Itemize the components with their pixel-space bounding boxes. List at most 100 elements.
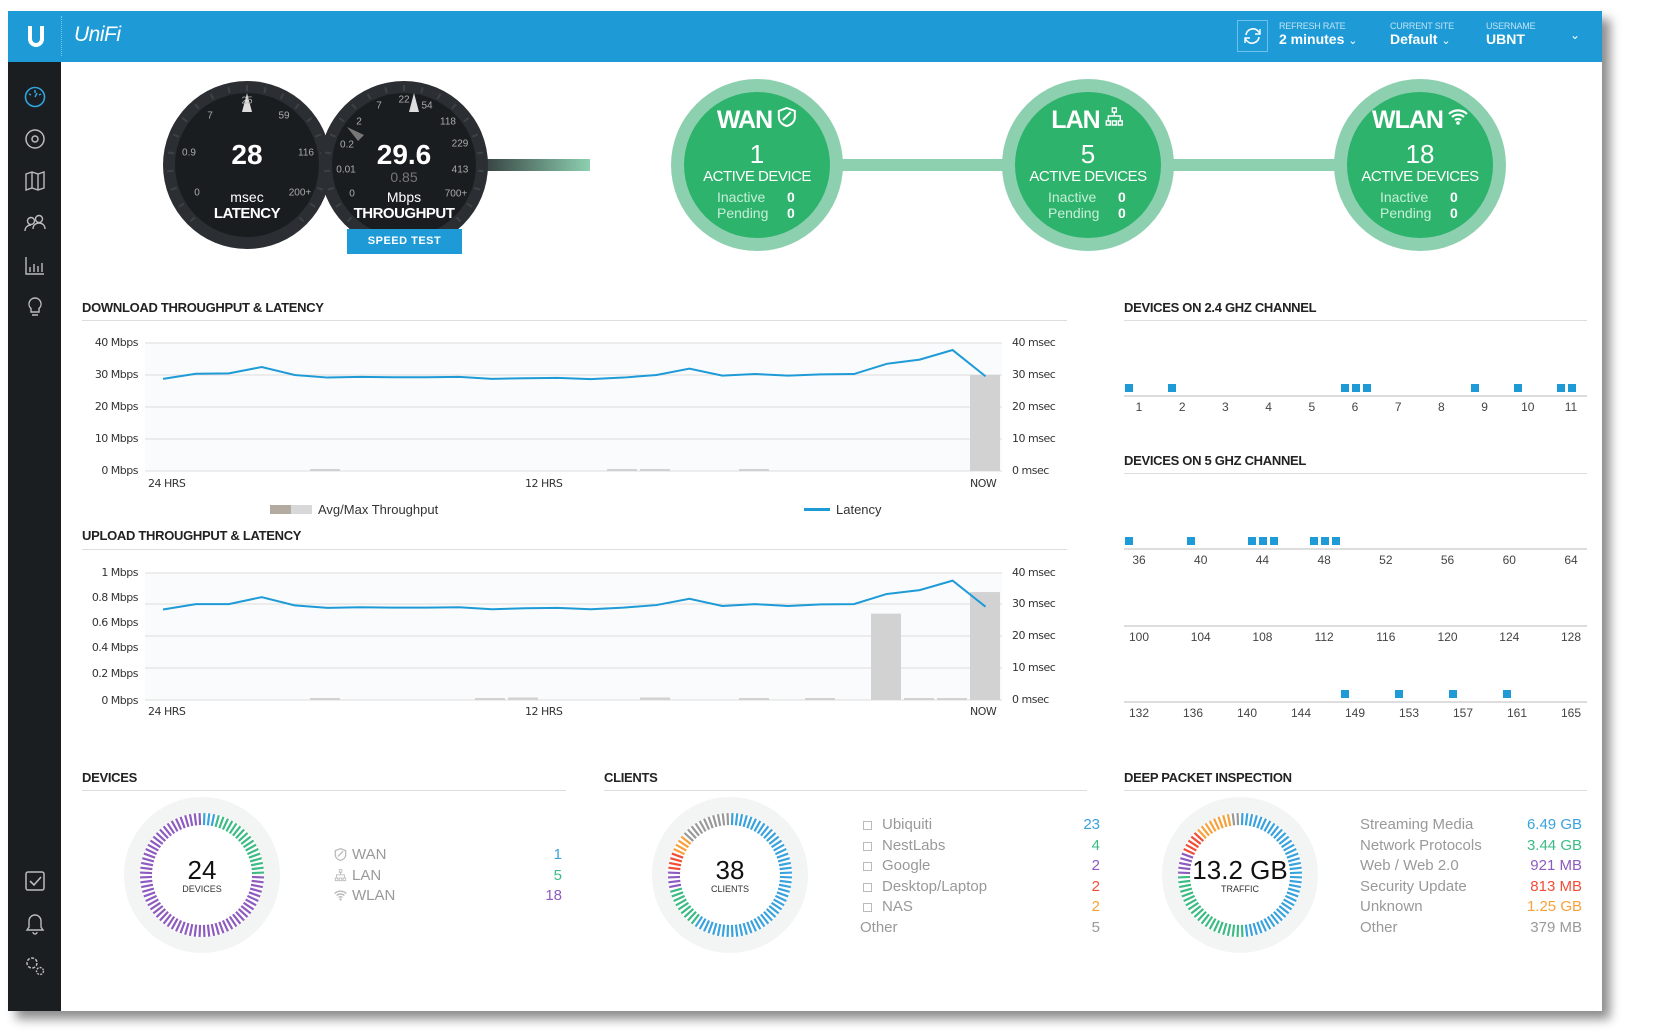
dashboard-icon[interactable] [24,86,46,108]
node-inactive-label: Inactive [1048,189,1097,205]
throughput-value: 29.6 [376,139,432,170]
y-axis-left-label: 0 Mbps [101,464,138,477]
gauge-tick [329,133,337,138]
throughput-tick-label: 2 [356,116,362,128]
donut-segment-tick [162,913,172,925]
donut-segment-tick [1244,813,1249,826]
donut-segment-tick [1231,924,1236,937]
channel-label: 124 [1499,630,1520,644]
throughput-label: THROUGHPUT [353,205,455,222]
divider [82,790,566,791]
donut-backdrop [652,797,808,953]
donut-segment-tick [251,866,264,871]
y-axis-left-label: 0.8 Mbps [91,591,139,604]
node-pending-value: 0 [787,205,795,221]
ubiquiti-logo-icon[interactable] [25,24,47,50]
donut-segment-tick [1185,898,1197,907]
donut-segment-tick [237,908,249,918]
device-marker [1168,384,1177,392]
username-menu[interactable]: USERNAME UBNT [1486,21,1536,47]
device-marker [1449,690,1457,698]
donut-segment-tick [770,901,783,911]
refresh-rate-value: 2 minutes [1279,31,1345,47]
channel-axis [1124,548,1587,550]
donut-segment-tick [668,879,681,884]
legend-label: LAN [352,866,382,884]
donut-segment-tick [214,815,220,828]
statistics-icon[interactable] [24,128,46,150]
donut-segment-tick [159,828,169,840]
gauge-tick [314,133,322,138]
alerts-icon[interactable] [24,913,46,935]
donut-segment-tick [206,924,211,937]
node-inactive-value: 0 [1118,189,1126,205]
clients-icon[interactable] [24,212,46,234]
donut-segment-tick [690,825,700,837]
current-site-select[interactable]: CURRENT SITE Default ⌄ [1390,21,1454,47]
map-icon[interactable] [24,170,46,192]
shield-icon [334,847,347,866]
donut-segment-tick [707,816,714,829]
donut-segment-tick [1200,913,1210,925]
donut-segment-tick [680,905,692,915]
wifi-icon [1448,105,1468,134]
sidebar [8,62,61,1011]
user-chevron-down-icon[interactable]: ⌄ [1570,28,1581,42]
latency-tick-label: 0.9 [182,147,196,159]
devices-donut [124,797,280,953]
donut-segment-tick [1287,857,1300,863]
insights-icon[interactable] [24,254,46,276]
node-count: 5 [1080,139,1096,169]
donut-segment-tick [1256,816,1263,829]
donut-segment-tick [677,839,690,849]
donut-segment-tick [1283,898,1295,907]
y-axis-right-label: 0 msec [1012,693,1049,706]
donut-segment-tick [1275,908,1287,918]
donut-segment-tick [162,825,172,837]
latency-tick-label: 7 [207,110,213,122]
connector-line [470,159,590,171]
donut-segment-tick [155,908,167,918]
settings-icon[interactable] [24,955,46,977]
refresh-rate-select[interactable]: REFRESH RATE 2 minutes ⌄ [1279,21,1357,47]
latency-line [162,348,987,381]
tasks-icon[interactable] [24,870,46,892]
speed-test-button[interactable]: SPEED TEST [347,229,462,254]
donut-segment-tick [675,843,687,852]
donut-segment-tick [249,887,262,893]
channel-label: 165 [1560,706,1582,720]
throughput-bar [607,469,637,471]
refresh-button[interactable] [1237,20,1268,52]
donut-segment-tick [716,813,722,827]
donut-segment-tick [746,921,753,934]
donut-segment-tick [694,822,704,835]
events-icon[interactable] [24,296,46,318]
donut-segment-tick [1204,915,1214,928]
y-axis-left-label: 0 Mbps [101,694,138,707]
donut-segment-tick [774,848,787,856]
donut-segment-tick [1190,835,1202,845]
divider [1124,320,1587,321]
devices-caption: DEVICES [182,884,222,894]
y-axis-left-label: 40 Mbps [94,336,139,349]
throughput-needle-icon [409,93,419,112]
channel-label: 8 [1438,400,1445,414]
